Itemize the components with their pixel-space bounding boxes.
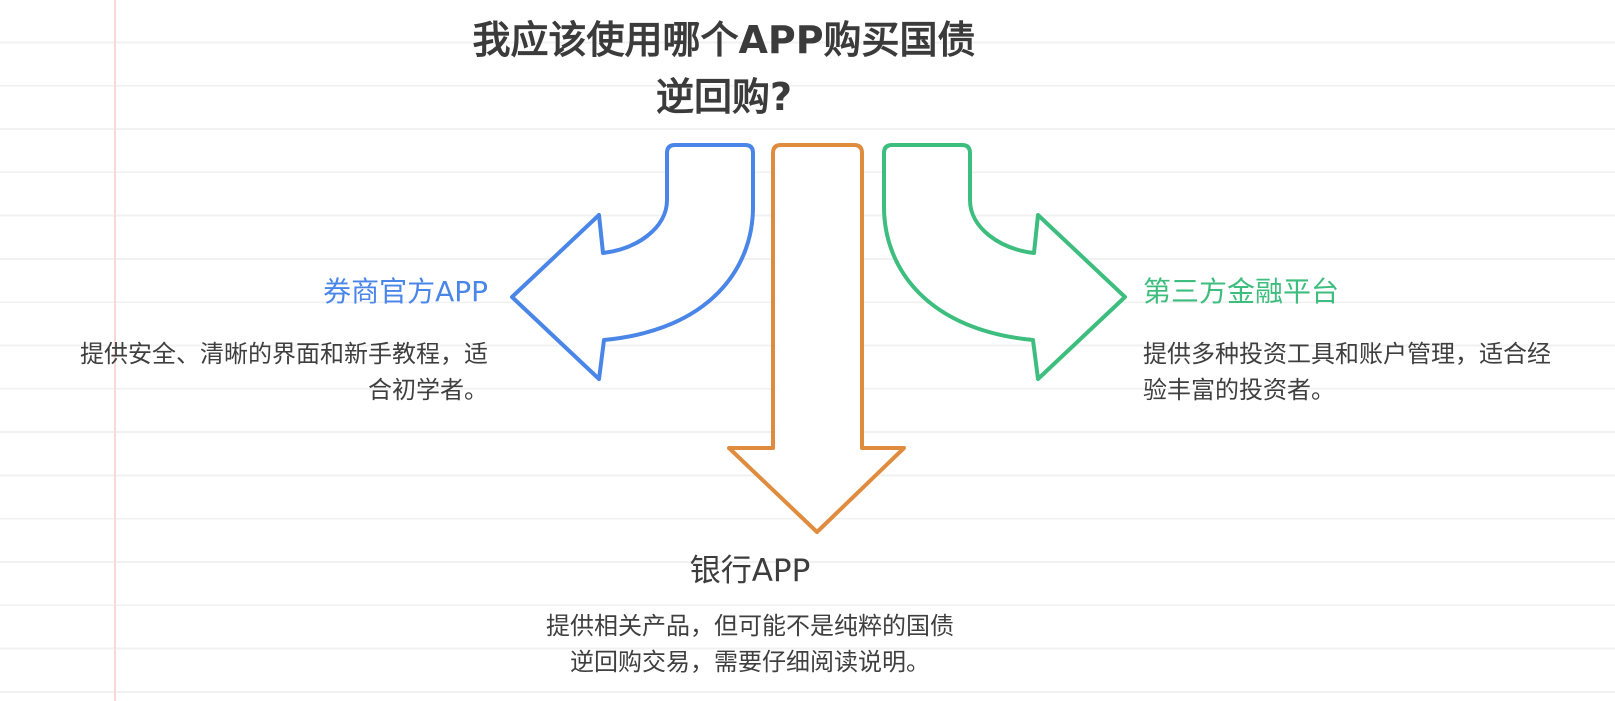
branch-description-third-party-platform: 提供多种投资工具和账户管理，适合经 验丰富的投资者。	[1143, 340, 1551, 404]
branch-description-bank-app: 提供相关产品，但可能不是纯粹的国债 逆回购交易，需要仔细阅读说明。	[546, 612, 954, 676]
page-title: 我应该使用哪个APP购买国债 逆回购?	[472, 18, 976, 119]
branch-label-broker-app: 券商官方APP	[323, 275, 488, 308]
branch-label-third-party-platform: 第三方金融平台	[1143, 275, 1340, 308]
curved-arrow-left-icon	[510, 143, 755, 381]
branch-label-bank-app: 银行APP	[689, 553, 811, 589]
straight-arrow-down-icon	[727, 143, 906, 534]
notebook-margin-line	[114, 0, 116, 701]
branch-description-broker-app: 提供安全、清晰的界面和新手教程，适 合初学者。	[80, 340, 488, 404]
curved-arrow-right-icon	[882, 143, 1127, 381]
